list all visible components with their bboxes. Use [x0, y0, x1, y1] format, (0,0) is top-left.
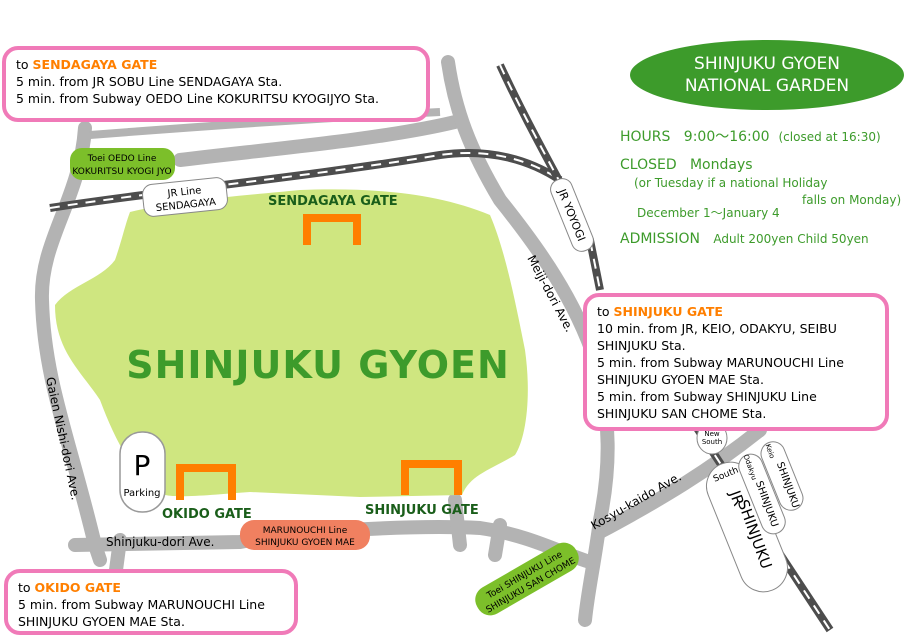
station-label: MARUNOUCHI Line — [263, 526, 348, 536]
shinjuku-gate-label: SHINJUKU GATE — [365, 503, 479, 518]
box-prefix: to — [16, 57, 33, 72]
station-label: Toei OEDO Line — [87, 154, 157, 164]
box-prefix: to — [18, 580, 35, 595]
box-line: 5 min. from Subway MARUNOUCHI Line — [18, 597, 265, 612]
station-label: South — [702, 438, 722, 446]
hours-value: 9:00～16:00 — [683, 129, 770, 145]
hours-note: (closed at 16:30) — [778, 130, 881, 144]
okido-gate-label: OKIDO GATE — [162, 507, 252, 522]
parking-label: Parking — [123, 488, 160, 499]
box-gate-name: OKIDO GATE — [34, 580, 121, 595]
station-marunouchi-gyoen-mae[interactable] — [240, 520, 370, 550]
parking-marker[interactable] — [119, 431, 166, 513]
station-odakyu-shinjuku[interactable] — [735, 451, 789, 538]
box-line: 5 min. from Subway SHINJUKU Line — [597, 389, 817, 404]
station-label: SHINJUKU GYOEN MAE — [255, 538, 355, 548]
road-label-shinjuku-dori: Shinjuku-dori Ave. — [106, 535, 214, 549]
shinjuku-gate-access-box: to SHINJUKU GATE 10 min. from JR, KEIO, … — [583, 293, 889, 431]
box-line: SHINJUKU GYOEN MAE Sta. — [18, 614, 185, 629]
station-label: New — [704, 430, 720, 438]
box-line: 5 min. from JR SOBU Line SENDAGAYA Sta. — [16, 74, 283, 89]
park-area — [55, 189, 528, 497]
closed-info: CLOSED Mondays — [620, 157, 753, 173]
station-label: JR — [725, 487, 747, 508]
box-gate-name: SENDAGAYA GATE — [32, 57, 158, 72]
admission-info: ADMISSION Adult 200yen Child 50yen — [620, 231, 869, 247]
box-line: 10 min. from JR, KEIO, ODAKYU, SEIBU — [597, 321, 837, 336]
sendagaya-gate-icon — [303, 214, 361, 245]
sendagaya-gate-label: SENDAGAYA GATE — [268, 194, 398, 209]
station-label: KOKURITSU KYOGI JYO — [72, 167, 171, 177]
closed-note-2: falls on Monday) — [802, 193, 902, 207]
station-jr-yoyogi[interactable] — [548, 176, 597, 255]
title-line-2: NATIONAL GARDEN — [684, 76, 850, 96]
box-line: SHINJUKU GYOEN MAE Sta. — [597, 372, 764, 387]
station-oedo-kokuritsu[interactable] — [70, 148, 175, 180]
station-label: JR Line — [166, 185, 202, 200]
box-line: 5 min. from Subway OEDO Line KOKURITSU K… — [16, 91, 380, 106]
title-line-1: SHINJUKU GYOEN — [694, 54, 840, 74]
station-jr-sendagaya[interactable] — [142, 177, 229, 218]
road-top — [173, 115, 462, 167]
sendagaya-gate-access-box: to SENDAGAYA GATE 5 min. from JR SOBU Li… — [2, 46, 430, 122]
admission-value: Adult 200yen Child 50yen — [713, 232, 869, 246]
admission-label: ADMISSION — [620, 231, 700, 247]
shinjuku-gate-icon — [401, 460, 462, 495]
closed-value: Mondays — [689, 157, 753, 173]
road-label-gaien: Gaien Nishi-dori Ave. — [43, 376, 83, 502]
station-keio-shinjuku[interactable] — [757, 438, 806, 514]
box-gate-name: SHINJUKU GATE — [613, 304, 723, 319]
garden-title-badge: SHINJUKU GYOEN NATIONAL GARDEN — [630, 40, 904, 110]
box-line: SHINJUKU SAN CHOME Sta. — [597, 406, 767, 421]
hours-label: HOURS — [620, 129, 671, 145]
closed-note-1: (or Tuesday if a national Holiday — [634, 176, 828, 190]
closed-label: CLOSED — [620, 157, 677, 173]
box-heading: to OKIDO GATE — [18, 579, 284, 596]
parking-symbol: P — [134, 449, 151, 482]
okido-gate-icon — [176, 464, 236, 500]
park-name: SHINJUKU GYOEN — [126, 343, 510, 387]
road-kosyu-kaido — [593, 423, 767, 539]
box-prefix: to — [597, 304, 614, 319]
box-line: 5 min. from Subway MARUNOUCHI Line — [597, 355, 844, 370]
road-gaien-nishi-dori — [34, 121, 107, 567]
closed-note-3: December 1～January 4 — [637, 206, 780, 220]
hours-info: HOURS 9:00～16:00 (closed at 16:30) — [620, 126, 881, 146]
box-heading: to SHINJUKU GATE — [597, 303, 875, 320]
box-line: SHINJUKU Sta. — [597, 338, 686, 353]
okido-gate-access-box: to OKIDO GATE 5 min. from Subway MARUNOU… — [4, 569, 298, 635]
station-toei-shinjuku-sanchome[interactable] — [470, 538, 584, 621]
box-heading: to SENDAGAYA GATE — [16, 56, 416, 73]
